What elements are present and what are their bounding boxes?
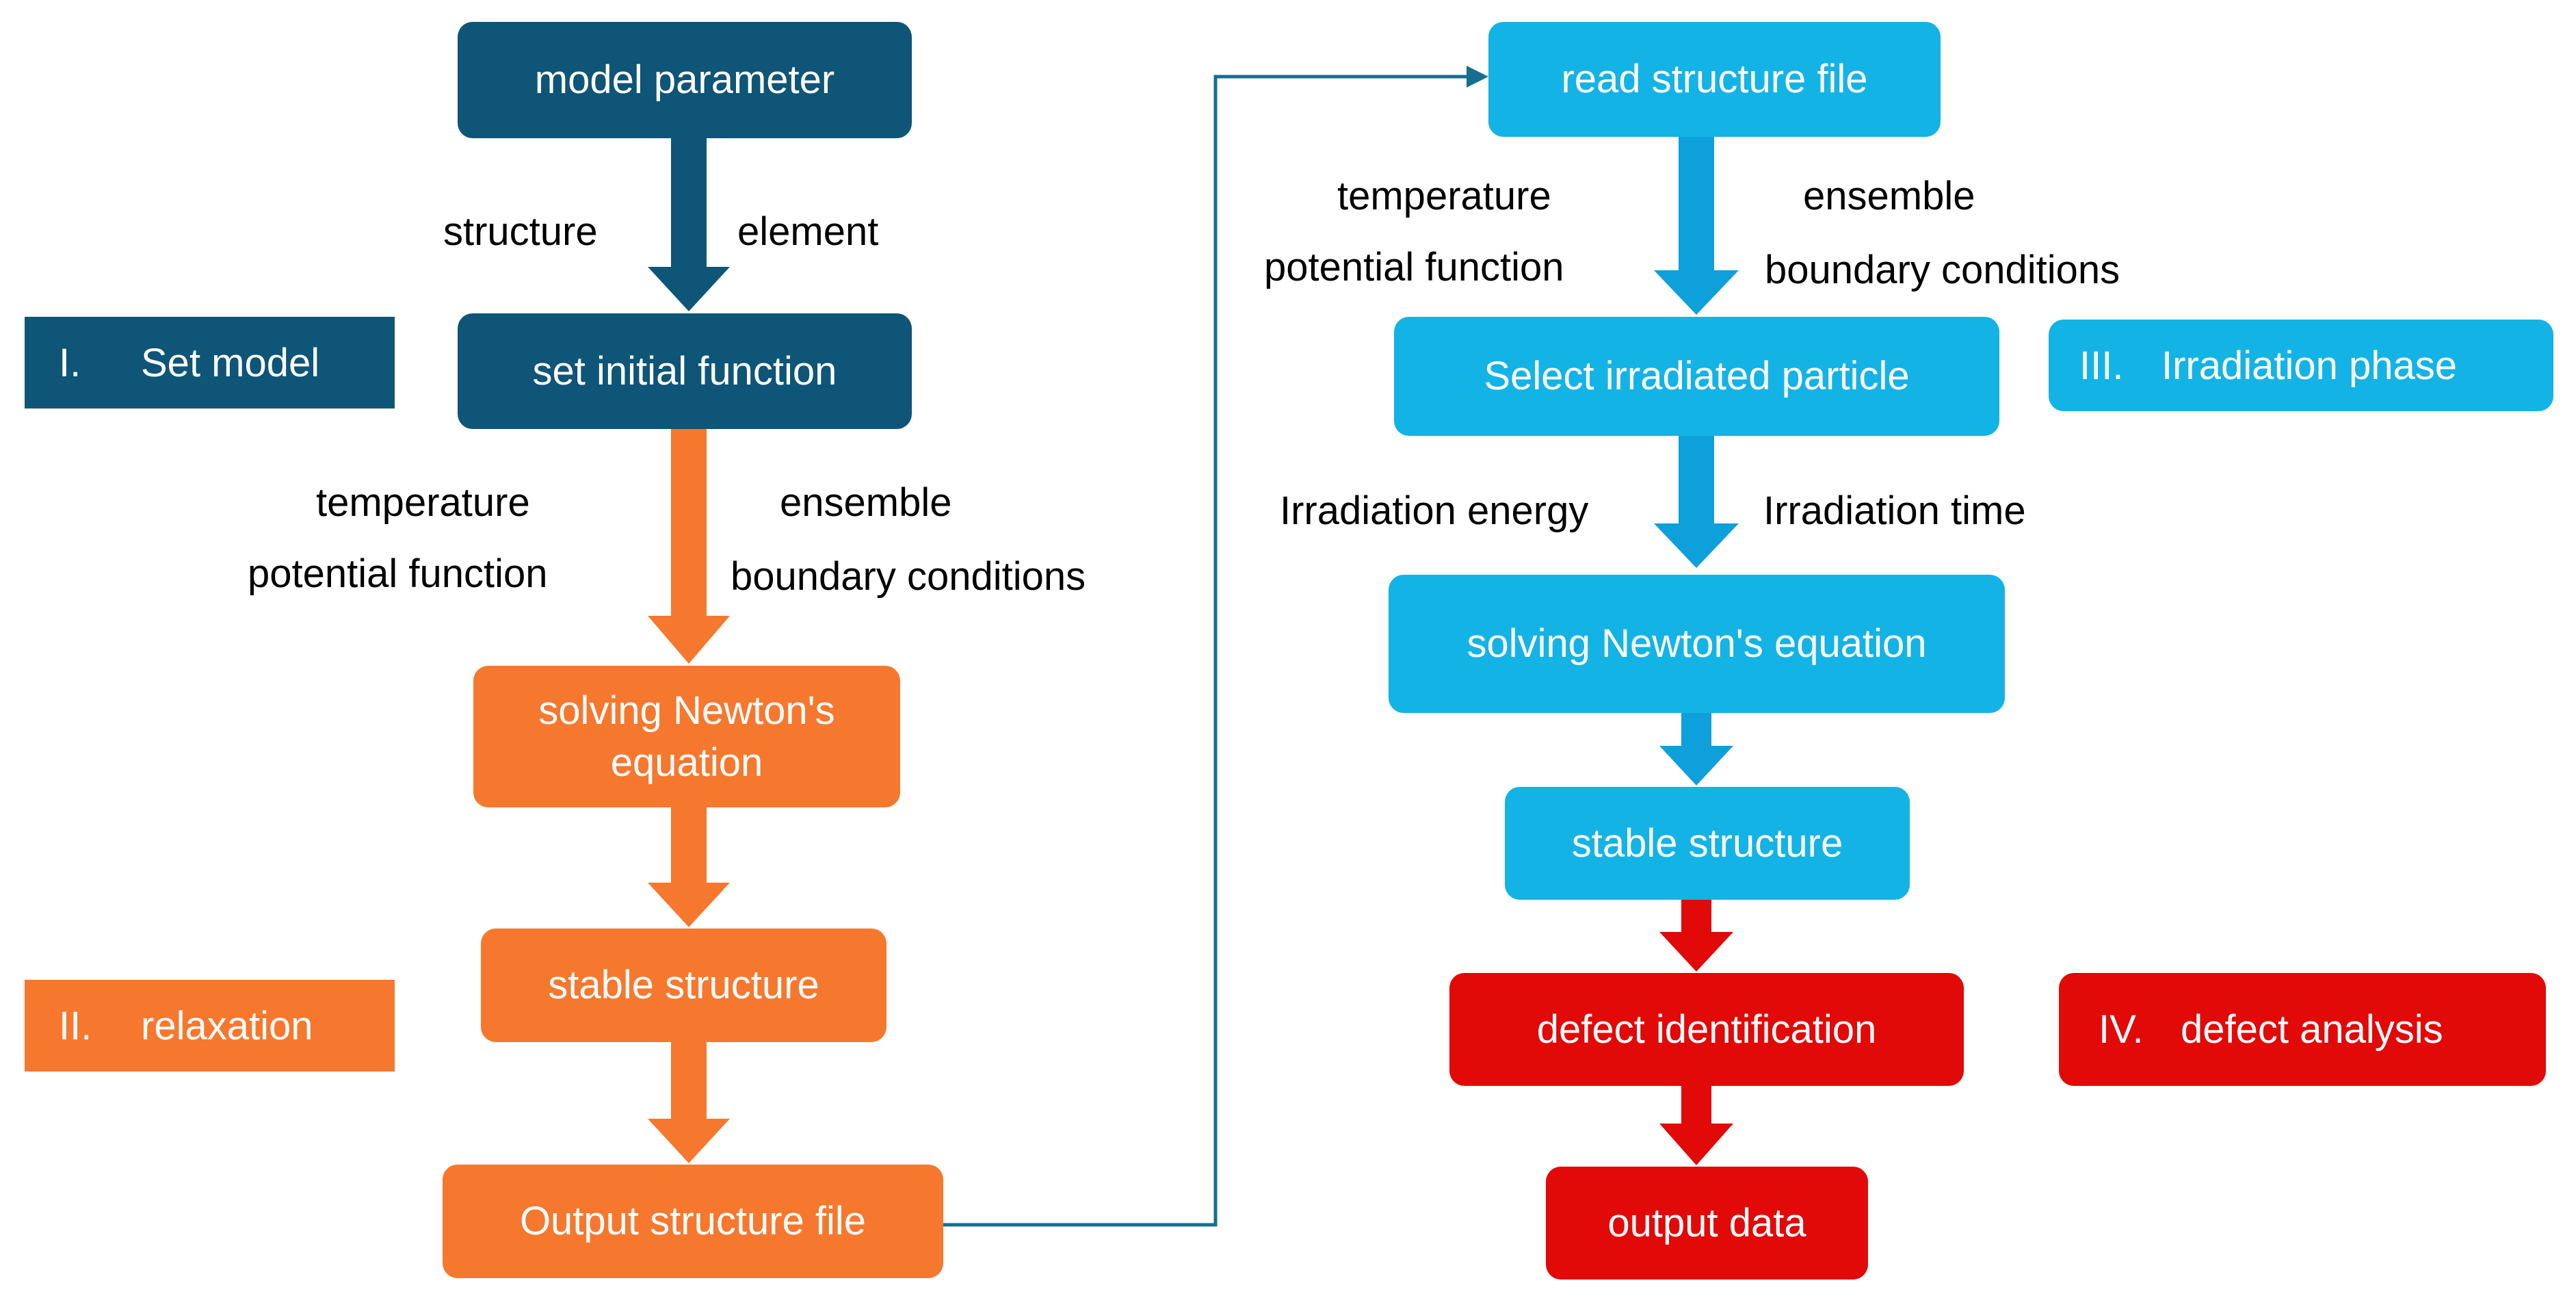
connector-line bbox=[943, 75, 1469, 1227]
node-select-irradiated-particle: Select irradiated particle bbox=[1394, 317, 1999, 436]
stage-defect-analysis: IV. defect analysis bbox=[2059, 973, 2546, 1086]
arrow-stable-to-defect bbox=[1659, 900, 1733, 972]
label-right-temperature: temperature bbox=[1337, 174, 1551, 218]
node-read-structure-file-label: read structure file bbox=[1561, 57, 1868, 102]
node-output-data-label: output data bbox=[1607, 1200, 1806, 1245]
node-model-parameter: model parameter bbox=[458, 22, 912, 138]
stage-relaxation: II. relaxation bbox=[25, 980, 395, 1072]
node-defect-identification-label: defect identification bbox=[1536, 1007, 1877, 1052]
stage-relaxation-label: relaxation bbox=[141, 1003, 313, 1048]
arrow-solving-to-stable-right bbox=[1659, 713, 1733, 786]
arrow-model-to-init bbox=[648, 138, 730, 311]
node-stable-structure-right-label: stable structure bbox=[1571, 820, 1843, 866]
stage-set-model: I. Set model bbox=[25, 317, 395, 408]
label-right-boundary-conditions: boundary conditions bbox=[1765, 248, 2120, 292]
arrow-stable-to-output-left bbox=[648, 1042, 730, 1163]
node-solving-newton-right-label: solving Newton's equation bbox=[1467, 621, 1927, 666]
stage-irradiation-phase: III. Irradiation phase bbox=[2049, 320, 2553, 411]
label-irradiation-time: Irradiation time bbox=[1763, 489, 2026, 533]
label-left-potential-function: potential function bbox=[248, 551, 548, 596]
node-read-structure-file: read structure file bbox=[1488, 22, 1941, 137]
arrow-read-to-select bbox=[1654, 137, 1739, 315]
label-right-ensemble: ensemble bbox=[1803, 174, 1975, 218]
connector-arrowhead bbox=[1467, 66, 1488, 88]
stage-set-model-label: Set model bbox=[141, 340, 320, 385]
stage-defect-number: IV. bbox=[2099, 1007, 2144, 1052]
arrow-select-to-solving-right bbox=[1654, 436, 1739, 568]
node-output-structure-file: Output structure file bbox=[443, 1165, 943, 1278]
node-stable-structure-left: stable structure bbox=[481, 929, 886, 1042]
stage-set-model-number: I. bbox=[59, 340, 81, 385]
node-stable-structure-left-label: stable structure bbox=[548, 963, 819, 1008]
label-left-ensemble: ensemble bbox=[780, 480, 952, 525]
node-solving-newton-left: solving Newton's equation bbox=[473, 666, 900, 807]
label-left-boundary-conditions: boundary conditions bbox=[731, 554, 1086, 599]
stage-defect-label: defect analysis bbox=[2181, 1007, 2443, 1052]
node-solving-newton-right: solving Newton's equation bbox=[1389, 575, 2005, 713]
node-select-irradiated-particle-label: Select irradiated particle bbox=[1484, 354, 1910, 399]
label-irradiation-energy: Irradiation energy bbox=[1280, 489, 1589, 533]
node-model-parameter-label: model parameter bbox=[534, 57, 835, 103]
label-structure: structure bbox=[443, 209, 598, 254]
node-defect-identification: defect identification bbox=[1449, 973, 1964, 1086]
arrow-init-to-solving-left bbox=[648, 429, 730, 664]
node-output-data: output data bbox=[1546, 1167, 1868, 1280]
arrow-defect-to-output bbox=[1659, 1086, 1733, 1165]
node-output-structure-file-label: Output structure file bbox=[519, 1199, 867, 1244]
label-left-temperature: temperature bbox=[316, 480, 530, 525]
label-right-potential-function: potential function bbox=[1264, 245, 1564, 289]
stage-irradiation-number: III. bbox=[2079, 343, 2124, 388]
node-set-initial-function-label: set initial function bbox=[532, 348, 837, 393]
node-solving-newton-left-label: solving Newton's equation bbox=[538, 688, 835, 785]
arrow-solving-to-stable-left bbox=[648, 807, 730, 927]
stage-relaxation-number: II. bbox=[59, 1003, 92, 1048]
stage-irradiation-label: Irradiation phase bbox=[2161, 343, 2458, 388]
node-set-initial-function: set initial function bbox=[458, 313, 912, 429]
node-stable-structure-right: stable structure bbox=[1505, 787, 1910, 900]
label-element: element bbox=[737, 209, 879, 254]
